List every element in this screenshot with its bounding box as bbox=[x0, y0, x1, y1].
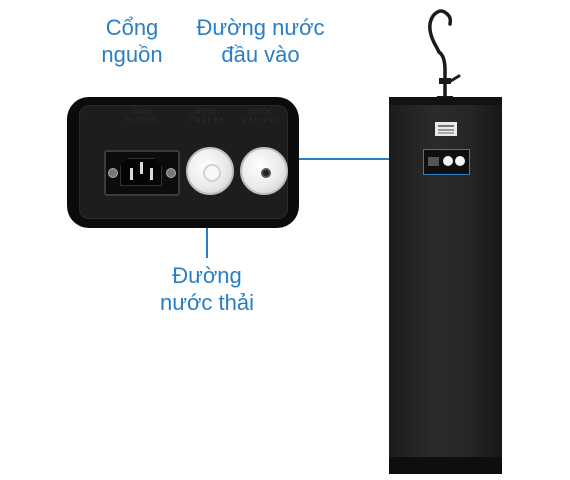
cabinet-body bbox=[389, 97, 502, 457]
power-socket-receptacle bbox=[120, 158, 162, 186]
power-port-label: Cổng nguồn bbox=[88, 14, 176, 68]
water-purifier-cabinet bbox=[389, 97, 502, 474]
cabinet-top-edge bbox=[389, 97, 502, 105]
waste-port-marking: NƯỚC THẢI RA bbox=[189, 108, 225, 125]
inlet-water-label-line1: Đường nước bbox=[196, 15, 325, 40]
connector-panel-highlight bbox=[423, 149, 470, 175]
power-port-label-line1: Cổng bbox=[105, 15, 159, 40]
socket-pin bbox=[130, 168, 133, 180]
connector-panel-closeup: GIẮC NGUỒN NƯỚC THẢI RA NƯỚC ĐẦU VÀO bbox=[67, 97, 299, 228]
mini-power-socket bbox=[428, 157, 439, 166]
inlet-water-label-line2: đầu vào bbox=[221, 42, 300, 67]
socket-pin bbox=[140, 162, 143, 174]
waste-water-label-line2: nước thải bbox=[160, 290, 254, 315]
socket-pin bbox=[150, 168, 153, 180]
socket-screw-left bbox=[108, 168, 118, 178]
inlet-water-label: Đường nước đầu vào bbox=[188, 14, 333, 68]
socket-screw-right bbox=[166, 168, 176, 178]
inlet-port-marking: NƯỚC ĐẦU VÀO bbox=[242, 108, 280, 125]
cabinet-base bbox=[389, 457, 502, 474]
power-port-label-line2: nguồn bbox=[101, 42, 163, 67]
power-socket bbox=[104, 150, 180, 196]
zoom-connector-line bbox=[299, 158, 423, 160]
connector-panel-recess: GIẮC NGUỒN NƯỚC THẢI RA NƯỚC ĐẦU VÀO bbox=[79, 105, 288, 219]
power-port-marking: GIẮC NGUỒN bbox=[126, 108, 158, 125]
spec-sticker bbox=[435, 122, 457, 136]
waste-water-label: Đường nước thải bbox=[145, 262, 269, 316]
waste-water-port bbox=[186, 147, 234, 195]
faucet-icon bbox=[428, 9, 461, 103]
mini-inlet-port bbox=[455, 156, 465, 166]
mini-waste-port bbox=[443, 156, 453, 166]
waste-water-label-line1: Đường bbox=[172, 263, 242, 288]
inlet-water-port bbox=[240, 147, 288, 195]
